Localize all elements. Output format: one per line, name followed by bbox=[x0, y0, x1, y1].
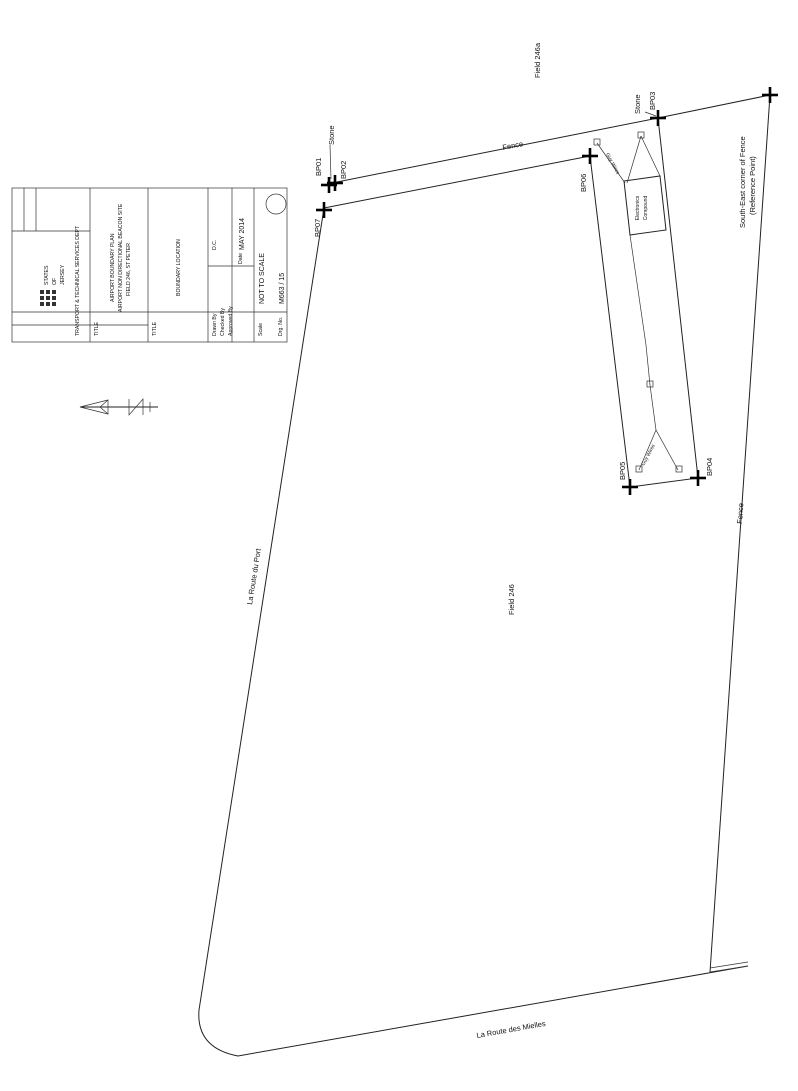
drawn-value: D.C. bbox=[212, 240, 218, 250]
guy-wires-upper-label: Guy Wires bbox=[604, 152, 620, 176]
title-line-2: AIRPORT NON DIRECTIONAL BEACON SITE bbox=[118, 203, 124, 312]
title-block-circle bbox=[265, 193, 287, 215]
scale-label: Scale bbox=[258, 323, 264, 336]
electronics-compound: Electronics Compound bbox=[623, 175, 667, 236]
stone-label-left: Stone bbox=[327, 125, 336, 145]
bp06-marker bbox=[582, 148, 598, 164]
bp04-marker bbox=[690, 470, 706, 486]
boundary-markers bbox=[316, 87, 778, 495]
boundary-point-labels: BP01 BP02 BP03 BP04 BP05 BP06 BP07 bbox=[313, 92, 714, 480]
north-arrow bbox=[79, 398, 158, 416]
drawing-number-label: Drg. No. bbox=[278, 317, 284, 336]
bp01-label: BP01 bbox=[314, 158, 323, 176]
reference-point-label-1: South-East corner of Fence bbox=[738, 136, 747, 228]
bp06-label: BP06 bbox=[579, 174, 588, 192]
bp04-label: BP04 bbox=[705, 458, 714, 476]
bp03-label: BP03 bbox=[648, 92, 657, 110]
jersey-text: JERSEY bbox=[60, 264, 66, 285]
department-text: TRANSPORT & TECHNICAL SERVICES DEPT bbox=[75, 225, 81, 336]
bp05-marker bbox=[622, 479, 638, 495]
beacon-site-boundary bbox=[589, 117, 699, 488]
bp02-marker bbox=[327, 175, 343, 191]
bp07-marker bbox=[316, 202, 332, 218]
compound-label-2: Compound bbox=[643, 196, 649, 221]
reference-point-label-2: (Reference Point) bbox=[748, 156, 757, 215]
title-label: TITLE bbox=[94, 321, 100, 336]
reference-point-marker bbox=[762, 87, 778, 103]
bp07-label: BP07 bbox=[313, 219, 322, 237]
bp02-label: BP02 bbox=[339, 161, 348, 179]
field-246-label: Field 246 bbox=[507, 584, 516, 615]
title-line-1: AIRPORT BOUNDARY PLAN bbox=[110, 233, 116, 302]
approved-by-label: Approved By bbox=[228, 306, 234, 336]
date-label: Date bbox=[238, 253, 244, 264]
drawn-by-label: Drawn By bbox=[212, 313, 218, 336]
subtitle-label: TITLE bbox=[152, 321, 158, 336]
states-of-jersey-logo bbox=[40, 290, 56, 306]
of-text: OF bbox=[52, 278, 58, 285]
field-boundary bbox=[198, 94, 771, 1057]
date-value: MAY 2014 bbox=[239, 218, 246, 250]
scale-value: NOT TO SCALE bbox=[259, 253, 266, 304]
field-246a-label: Field 246a bbox=[533, 42, 542, 78]
stone-label-right: Stone bbox=[633, 94, 642, 114]
subtitle-text: BOUNDARY LOCATION bbox=[176, 239, 182, 296]
bp05-label: BP05 bbox=[618, 462, 627, 480]
route-du-port-label: La Route du Port bbox=[245, 547, 263, 605]
guy-wires-lower-label: Guy Wires bbox=[640, 443, 656, 467]
checked-by-label: Checked By bbox=[220, 308, 226, 336]
compound-label-1: Electronics bbox=[635, 195, 641, 220]
states-text: STATES bbox=[44, 265, 50, 285]
fence-right-label: Fence bbox=[735, 503, 745, 524]
title-line-3: FIELD 246, ST PETER bbox=[126, 243, 132, 296]
drawing-number-value: M663 / 15 bbox=[279, 273, 286, 304]
route-des-mielles-label: La Route des Mielles bbox=[476, 1019, 547, 1040]
title-block: STATES OF JERSEY TRANSPORT & TECHNICAL S… bbox=[11, 187, 288, 343]
fence-top-label: Fence bbox=[502, 139, 524, 152]
bp03-marker bbox=[650, 110, 666, 126]
